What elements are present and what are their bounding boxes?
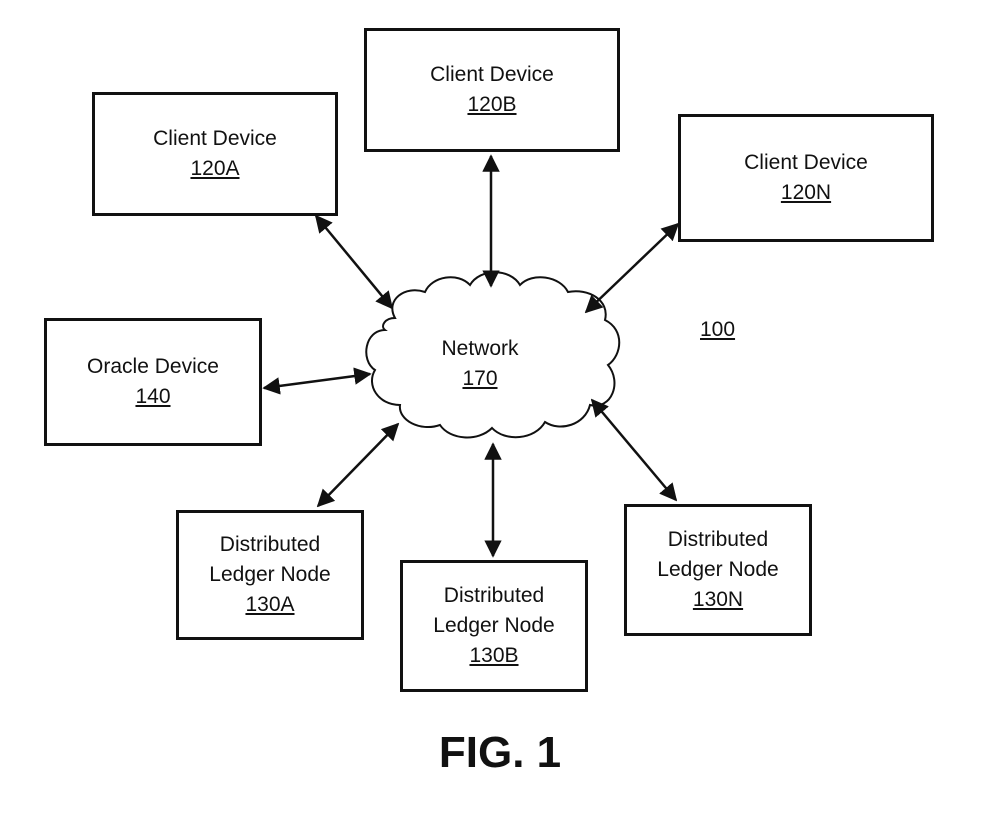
oracle-device-ref: 140: [135, 382, 170, 412]
client-device-120a-label: Client Device: [153, 124, 277, 154]
ledger-node-130n-line1: Distributed: [668, 525, 768, 555]
arrow-ledger-n-network: [592, 400, 676, 500]
ledger-node-130a-box: Distributed Ledger Node 130A: [176, 510, 364, 640]
arrow-client-n-network: [586, 224, 678, 312]
ledger-node-130n-line2: Ledger Node: [657, 555, 778, 585]
arrow-client-a-network: [316, 216, 392, 308]
client-device-120n-label: Client Device: [744, 148, 868, 178]
oracle-device-140-box: Oracle Device 140: [44, 318, 262, 446]
ledger-node-130a-ref: 130A: [245, 590, 294, 620]
client-device-120b-ref: 120B: [467, 90, 516, 120]
network-ref: 170: [420, 364, 540, 394]
client-device-120n-ref: 120N: [781, 178, 831, 208]
ledger-node-130b-ref: 130B: [469, 641, 518, 671]
client-device-120a-ref: 120A: [190, 154, 239, 184]
figure-caption: FIG. 1: [420, 728, 580, 778]
ledger-node-130b-box: Distributed Ledger Node 130B: [400, 560, 588, 692]
arrow-ledger-a-network: [318, 424, 398, 506]
client-device-120b-label: Client Device: [430, 60, 554, 90]
client-device-120b-box: Client Device 120B: [364, 28, 620, 152]
network-label: Network: [420, 334, 540, 364]
client-device-120n-box: Client Device 120N: [678, 114, 934, 242]
ledger-node-130a-line1: Distributed: [220, 530, 320, 560]
network-label-group: Network 170: [420, 334, 540, 394]
oracle-device-label: Oracle Device: [87, 352, 219, 382]
ledger-node-130a-line2: Ledger Node: [209, 560, 330, 590]
system-reference-number: 100: [700, 318, 735, 342]
client-device-120a-box: Client Device 120A: [92, 92, 338, 216]
ledger-node-130b-line2: Ledger Node: [433, 611, 554, 641]
ledger-node-130b-line1: Distributed: [444, 581, 544, 611]
ledger-node-130n-ref: 130N: [693, 585, 743, 615]
ledger-node-130n-box: Distributed Ledger Node 130N: [624, 504, 812, 636]
arrow-oracle-network: [264, 374, 370, 388]
